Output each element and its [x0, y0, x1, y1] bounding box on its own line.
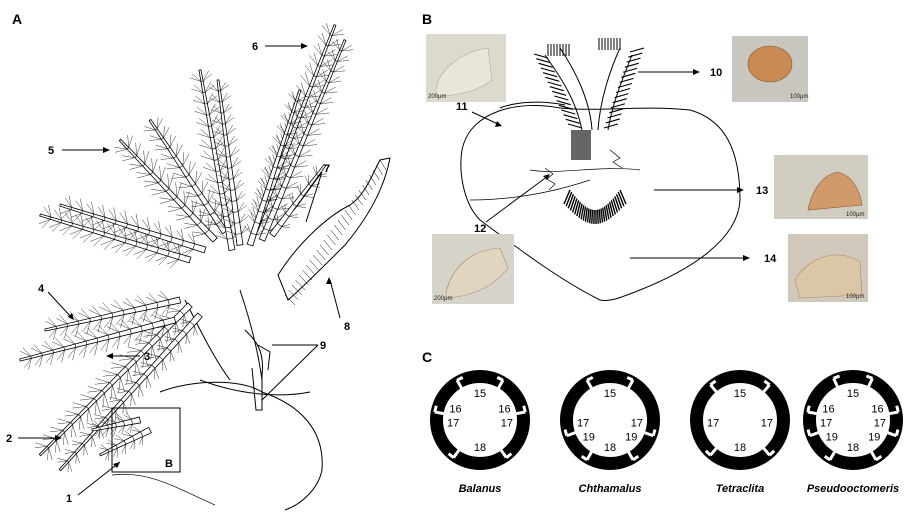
label-6: 6 [252, 41, 258, 53]
scale-bar-1: 200µm [428, 94, 446, 100]
plate-label: 18 [847, 442, 859, 454]
label-10: 10 [710, 67, 722, 79]
genus-name: Tetraclita [716, 483, 765, 495]
plate-label: 19 [583, 432, 595, 444]
cirri-pedicel [185, 290, 262, 380]
label-7: 7 [324, 163, 330, 175]
label-2: 2 [6, 433, 12, 445]
panel-b: B 200µm 100µm 100µm 200 [422, 11, 868, 304]
plate-label: 18 [474, 442, 486, 454]
body-lower-edge [112, 474, 215, 505]
plate-label: 16 [449, 404, 461, 416]
inset-label-b: B [165, 458, 173, 470]
plate-label: 19 [625, 432, 637, 444]
central-setae [564, 130, 626, 224]
palp-left [545, 48, 592, 130]
plate-label: 17 [501, 417, 513, 429]
plate-label: 15 [847, 388, 859, 400]
photo-2: 100µm [732, 36, 808, 102]
plate-label: 17 [631, 417, 643, 429]
label-8: 8 [344, 321, 350, 333]
scale-bar-4: 200µm [434, 296, 452, 302]
panel-b-letter: B [422, 11, 432, 27]
plate-label: 16 [871, 404, 883, 416]
photo-3: 100µm [774, 155, 868, 219]
scale-bar-5: 100µm [846, 294, 864, 300]
panel-a-letter: A [12, 11, 22, 27]
photo-4: 200µm [432, 234, 514, 304]
label-5: 5 [48, 145, 54, 157]
photo-5: 100µm [788, 234, 868, 302]
plate-label: 15 [604, 388, 616, 400]
plate-label: 15 [734, 388, 746, 400]
plate-label: 16 [822, 404, 834, 416]
genus-name: Pseudooctomeris [807, 483, 899, 495]
label-9: 9 [320, 340, 326, 352]
scale-bar-3: 100µm [846, 212, 864, 218]
genus-name: Chthamalus [579, 483, 642, 495]
plate-label: 17 [874, 417, 886, 429]
scale-bar-2: 100µm [790, 94, 808, 100]
cirri-group [20, 23, 353, 472]
plate-label: 16 [498, 404, 510, 416]
plate-label: 19 [868, 432, 880, 444]
cirrus-8 [278, 158, 390, 300]
genus-name: Balanus [459, 483, 502, 495]
palp-setae [534, 38, 644, 128]
plate-label: 18 [604, 442, 616, 454]
label-1: 1 [66, 493, 72, 505]
label-3: 3 [144, 351, 150, 363]
plate-label: 15 [474, 388, 486, 400]
label-14: 14 [764, 253, 777, 265]
cirrus-8-hatching [285, 160, 386, 305]
plate-label: 17 [761, 417, 773, 429]
plate-label: 17 [577, 417, 589, 429]
photo-1: 200µm [426, 34, 506, 102]
plate-label: 19 [826, 432, 838, 444]
plate-label: 18 [734, 442, 746, 454]
label-11: 11 [456, 101, 468, 113]
plate-label: 17 [820, 417, 832, 429]
label-13: 13 [756, 185, 768, 197]
label-arrows-b [472, 69, 750, 261]
panel-c-letter: C [422, 349, 432, 365]
label-12: 12 [474, 223, 486, 235]
panel-a: A B 1 2 3 4 [6, 11, 390, 510]
plate-label: 17 [707, 417, 719, 429]
label-4: 4 [38, 283, 45, 295]
plate-label: 17 [447, 417, 459, 429]
